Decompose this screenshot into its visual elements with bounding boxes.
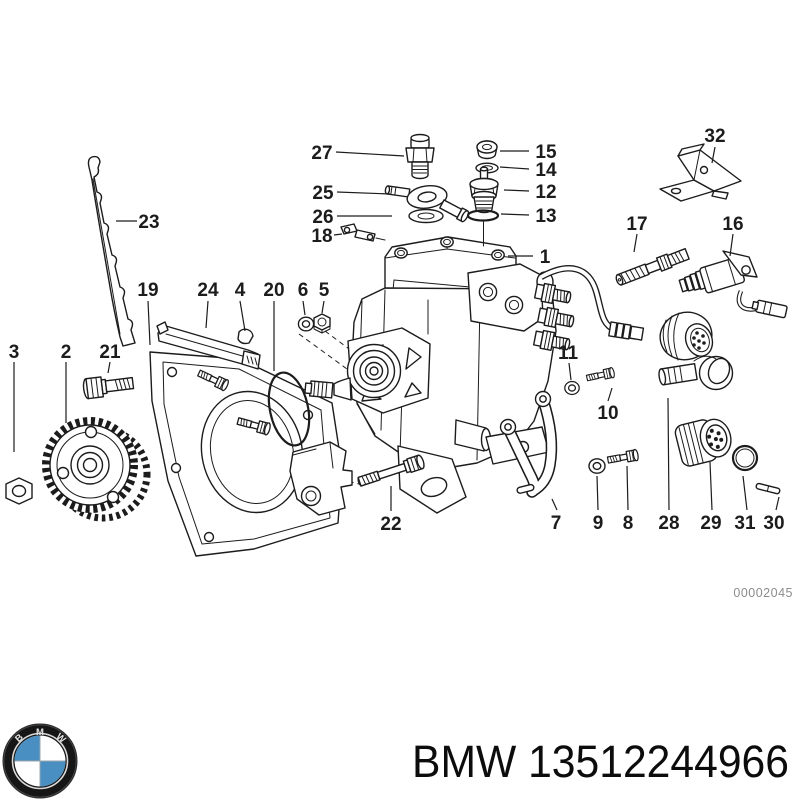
part-leader-29: [709, 461, 713, 511]
part-leader-12: [503, 189, 530, 192]
part-label-19: 19: [137, 280, 158, 301]
part-21-bolt: [82, 376, 135, 400]
part-label-1: 1: [540, 247, 551, 268]
part-leader-16: [729, 233, 734, 257]
part-25-banjo-fitting: [384, 185, 470, 223]
part-label-17: 17: [626, 214, 647, 235]
part-5-nut: [313, 313, 331, 334]
part-30-pin: [755, 482, 781, 495]
drawing-number: 00002045: [733, 586, 793, 600]
part-26-washer: [408, 208, 444, 224]
pump-harness: [539, 265, 714, 361]
part-11-washer: [564, 380, 580, 396]
part-label-22: 22: [380, 514, 401, 535]
part-15-cap-nut: [476, 140, 498, 160]
part-leader-14: [499, 166, 530, 170]
part-label-6: 6: [298, 280, 309, 301]
part-leader-28: [667, 397, 670, 511]
footer: B M W BMW 13512244966: [2, 723, 789, 799]
part-label-29: 29: [700, 513, 721, 534]
part-label-2: 2: [61, 342, 72, 363]
part-leader-18: [333, 233, 343, 236]
part-leader-17: [633, 233, 638, 253]
part-label-5: 5: [319, 280, 330, 301]
part-leader-24: [205, 300, 209, 329]
part-29-round-plug: [674, 418, 732, 467]
part-label-3: 3: [9, 342, 20, 363]
part-leader-32: [711, 146, 716, 164]
part-label-12: 12: [535, 182, 556, 203]
part-leader-25: [336, 191, 391, 195]
part-24-support-rail: [156, 321, 261, 370]
part-label-21: 21: [99, 342, 121, 363]
part-label-23: 23: [138, 212, 159, 233]
part-28-elbow-connector: [658, 355, 734, 391]
part-label-25: 25: [312, 183, 334, 204]
part-label-15: 15: [535, 142, 557, 163]
connector-pins: [692, 331, 706, 350]
part-2-sprocket: [42, 417, 151, 522]
part-27-fitting: [405, 133, 435, 180]
part-leader-9: [596, 475, 599, 511]
part-leader-5: [321, 300, 325, 314]
part-18-clamp: [340, 223, 386, 242]
part-7-support-bracket: [499, 390, 558, 498]
part-leader-6: [302, 300, 306, 316]
footer-part-number-text: BMW 13512244966: [412, 736, 789, 787]
part-leader-8: [626, 465, 629, 511]
part-leader-31: [742, 475, 748, 511]
part-leader-11: [568, 362, 572, 381]
part-label-18: 18: [311, 226, 332, 247]
part-label-16: 16: [722, 214, 743, 235]
part-10-bolt: [585, 366, 616, 384]
part-leader-21: [107, 361, 111, 374]
sensor-plug: [751, 299, 788, 319]
part-16-sensor: [678, 250, 788, 319]
part-leader-10: [607, 387, 613, 402]
part-22-bolt: [357, 454, 425, 487]
part-label-28: 28: [658, 513, 679, 534]
part-label-27: 27: [311, 143, 332, 164]
part-label-32: 32: [704, 126, 725, 147]
part-leader-30: [775, 496, 780, 511]
part-31-oring: [731, 444, 759, 472]
part-23-gasket: [87, 155, 136, 347]
part-label-20: 20: [263, 280, 284, 301]
part-label-7: 7: [551, 513, 562, 534]
part-label-4: 4: [235, 280, 246, 301]
part-label-14: 14: [535, 160, 557, 181]
part-8-bolt: [606, 448, 640, 467]
bmw-logo: B M W: [2, 723, 78, 799]
part-12-valve: [469, 166, 499, 247]
logo-letter-m: M: [36, 727, 44, 738]
part-leader-27: [335, 151, 405, 157]
pump-drive-shaft-thread: [304, 380, 334, 399]
part-6-washer: [297, 316, 315, 332]
part-9-washer: [588, 458, 606, 474]
part-label-10: 10: [597, 403, 618, 424]
part-leader-7: [551, 498, 558, 511]
harness-sleeve: [608, 321, 645, 341]
part-4-woodruff-key: [237, 328, 254, 345]
part-17-stud: [615, 248, 690, 286]
part-32-bracket: [659, 143, 742, 202]
part-3-nut: [5, 477, 33, 505]
part-leader-19: [147, 300, 151, 346]
leader-lines: [13, 146, 780, 511]
part-label-24: 24: [197, 280, 219, 301]
part-label-30: 30: [763, 513, 784, 534]
part-label-13: 13: [535, 206, 556, 227]
part-20-oring: [267, 371, 311, 447]
part-leader-13: [500, 213, 530, 216]
part-leader-4: [239, 300, 246, 332]
part-label-9: 9: [593, 513, 604, 534]
part-13-oring: [466, 209, 500, 222]
part-label-11: 11: [558, 343, 579, 364]
part-19-mount-plate: [149, 351, 343, 557]
part-label-31: 31: [734, 513, 756, 534]
part-label-26: 26: [312, 207, 333, 228]
part-label-8: 8: [623, 513, 634, 534]
